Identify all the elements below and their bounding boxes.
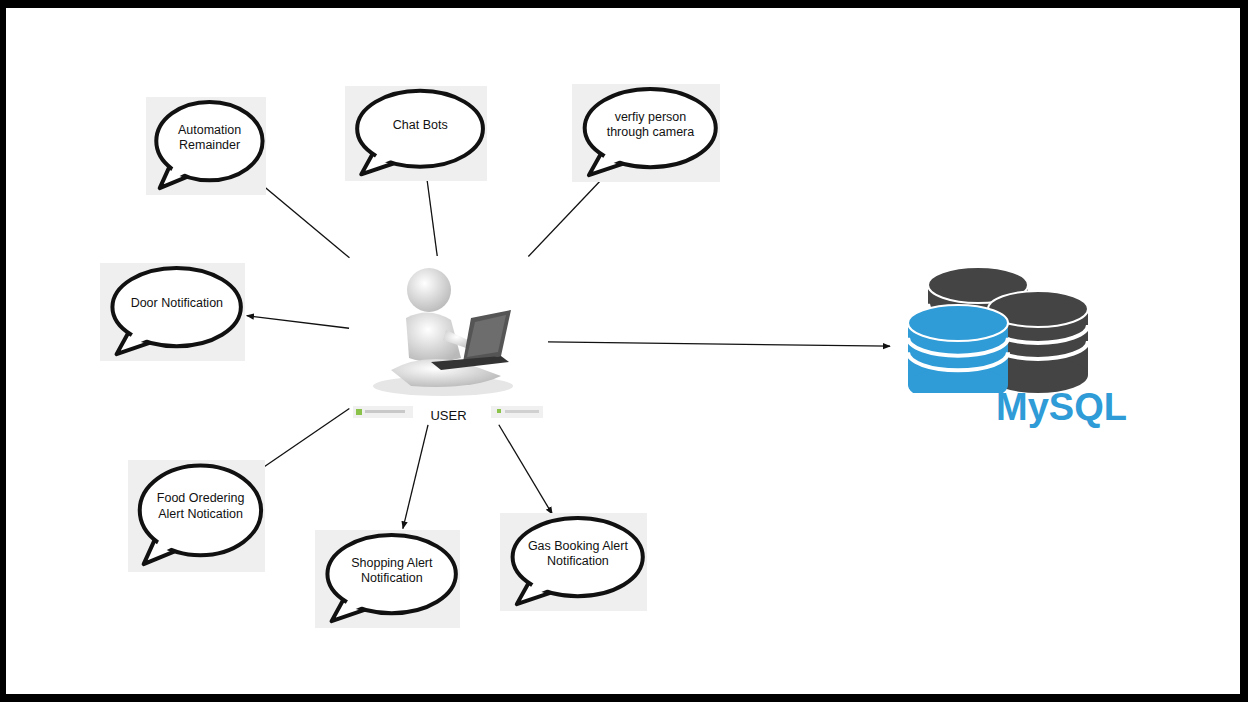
- bubble-text: Shopping Alert Notification: [338, 536, 445, 607]
- actor-label: USER: [351, 408, 546, 423]
- database-node: MySQL: [896, 263, 1166, 433]
- arrow-connector: [247, 316, 349, 329]
- speech-bubble: Shopping Alert Notification: [315, 530, 460, 628]
- bubble-text: Gas Booking Alert Notification: [524, 519, 633, 590]
- bubble-text: Door Notification: [123, 269, 230, 340]
- arrow-connector: [403, 425, 428, 529]
- arrow-connector: [548, 342, 890, 346]
- bubble-text: verfiy person through camera: [596, 90, 706, 161]
- arrow-connector: [426, 174, 437, 256]
- speech-bubble: Door Notification: [100, 263, 245, 361]
- speech-bubble-outline: [345, 86, 487, 181]
- bubble-text: Food Oredering Alert Notication: [150, 467, 251, 548]
- user-actor: USER: [351, 258, 546, 423]
- speech-bubble: Gas Booking Alert Notification: [500, 513, 647, 611]
- speech-bubble-outline: [100, 263, 245, 361]
- database-icon: [896, 263, 1166, 393]
- speech-bubble: Food Oredering Alert Notication: [128, 460, 265, 572]
- arrow-connector: [251, 408, 349, 475]
- database-label: MySQL: [996, 386, 1127, 429]
- speech-bubble: verfiy person through camera: [572, 84, 720, 182]
- user-figure: [351, 258, 546, 403]
- speech-bubble: Chat Bots: [345, 86, 487, 181]
- bubble-text: Automation Remainder: [165, 103, 254, 174]
- page-frame: Automation Remainder Chat Bots verfiy pers…: [6, 8, 1240, 694]
- speech-bubble: Automation Remainder: [146, 97, 266, 195]
- bubble-text: Chat Bots: [368, 92, 473, 160]
- arrow-connector: [499, 425, 552, 514]
